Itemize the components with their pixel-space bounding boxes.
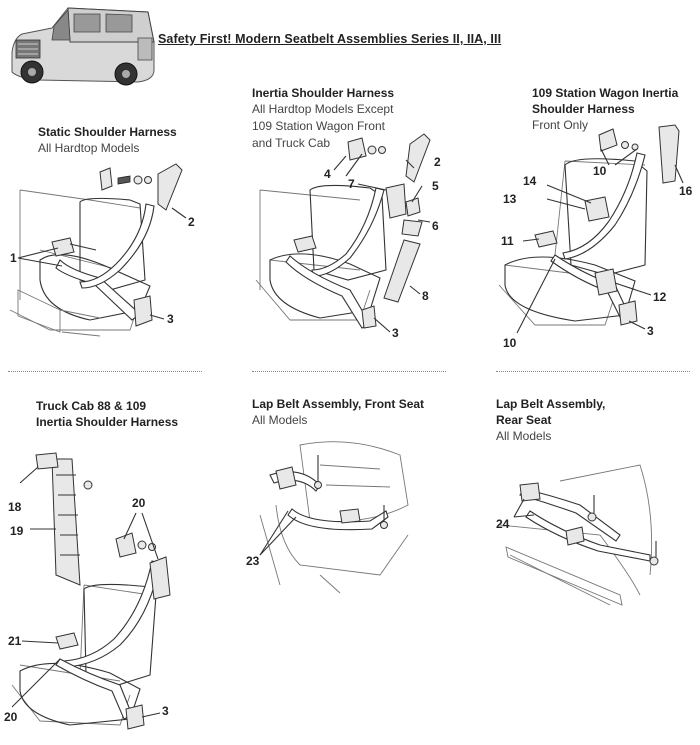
wagon-harness-diagram: 10 16 14 13 11 12 10 3 — [498, 124, 693, 350]
divider — [252, 371, 446, 372]
lap-rear-subtitle: All Models — [496, 429, 552, 443]
wagon-harness-title: 109 Station Wagon Inertia Shoulder Harne… — [532, 85, 678, 117]
lap-rear-caption: Lap Belt Assembly, Rear Seat All Models — [496, 396, 605, 445]
static-harness-subtitle: All Hardtop Models — [38, 141, 140, 155]
static-harness-title: Static Shoulder Harness — [38, 125, 177, 139]
lap-front-caption: Lap Belt Assembly, Front Seat All Models — [252, 396, 424, 429]
callout-23: 23 — [246, 554, 260, 568]
callout-3: 3 — [162, 704, 169, 718]
callout-7: 7 — [348, 177, 355, 191]
wagon-title-line: 109 Station Wagon Inertia — [532, 86, 679, 100]
lap-front-title: Lap Belt Assembly, Front Seat — [252, 397, 425, 411]
callout-19: 19 — [10, 524, 24, 538]
inertia-subtitle-line: All Hardtop Models Except — [252, 102, 394, 116]
lap-front-diagram: 23 — [246, 441, 409, 594]
callout-3: 3 — [392, 326, 399, 340]
truckcab-title-line: Truck Cab 88 & 109 — [36, 399, 147, 413]
callout-13: 13 — [503, 192, 517, 206]
callout-21: 21 — [8, 634, 22, 648]
callout-1: 1 — [10, 251, 17, 265]
callout-8: 8 — [422, 289, 429, 303]
callout-10: 10 — [593, 164, 607, 178]
lap-rear-title-line: Rear Seat — [496, 413, 552, 427]
callout-6: 6 — [432, 219, 439, 233]
inertia-harness-title: Inertia Shoulder Harness — [252, 86, 395, 100]
callout-10-lower: 10 — [503, 336, 517, 350]
callout-3: 3 — [647, 324, 654, 338]
truckcab-title-line: Inertia Shoulder Harness — [36, 415, 179, 429]
inertia-subtitle-line: and Truck Cab — [252, 136, 331, 150]
callout-3: 3 — [167, 312, 174, 326]
divider — [8, 371, 202, 372]
static-harness-diagram: 1 2 3 — [9, 163, 195, 337]
callout-14: 14 — [523, 174, 537, 188]
truckcab-harness-title: Truck Cab 88 & 109 Inertia Shoulder Harn… — [36, 398, 178, 430]
wagon-title-line: Shoulder Harness — [532, 102, 635, 116]
callout-24: 24 — [496, 517, 510, 531]
lap-rear-diagram: 24 — [496, 464, 659, 606]
inertia-subtitle-line: 109 Station Wagon Front — [252, 119, 385, 133]
callout-11: 11 — [501, 234, 514, 248]
lap-rear-title-line: Lap Belt Assembly, — [496, 397, 606, 411]
divider — [496, 371, 690, 372]
callout-20-lower: 20 — [4, 710, 18, 724]
inertia-harness-subtitle: All Hardtop Models Except 109 Station Wa… — [252, 101, 394, 152]
land-rover-truck-illustration — [8, 2, 156, 86]
callout-20: 20 — [132, 496, 146, 510]
callout-4: 4 — [324, 167, 331, 181]
truckcab-harness-diagram: 18 19 20 21 20 3 — [4, 452, 171, 730]
wagon-harness-caption: 109 Station Wagon Inertia Shoulder Harne… — [532, 85, 678, 134]
lap-front-subtitle: All Models — [252, 413, 308, 427]
callout-5: 5 — [432, 179, 439, 193]
wagon-harness-subtitle: Front Only — [532, 118, 589, 132]
static-harness-caption: Static Shoulder Harness All Hardtop Mode… — [38, 124, 177, 157]
callout-16: 16 — [679, 184, 693, 198]
inertia-harness-caption: Inertia Shoulder Harness All Hardtop Mod… — [252, 85, 394, 152]
lap-rear-title: Lap Belt Assembly, Rear Seat — [496, 396, 605, 428]
callout-12: 12 — [653, 290, 667, 304]
callout-18: 18 — [8, 500, 22, 514]
page-title: Safety First! Modern Seatbelt Assemblies… — [158, 32, 502, 46]
callout-2: 2 — [188, 215, 195, 229]
callout-2: 2 — [434, 155, 441, 169]
inertia-harness-diagram: 4 7 2 5 6 8 3 — [255, 133, 441, 340]
truckcab-harness-caption: Truck Cab 88 & 109 Inertia Shoulder Harn… — [36, 398, 178, 430]
